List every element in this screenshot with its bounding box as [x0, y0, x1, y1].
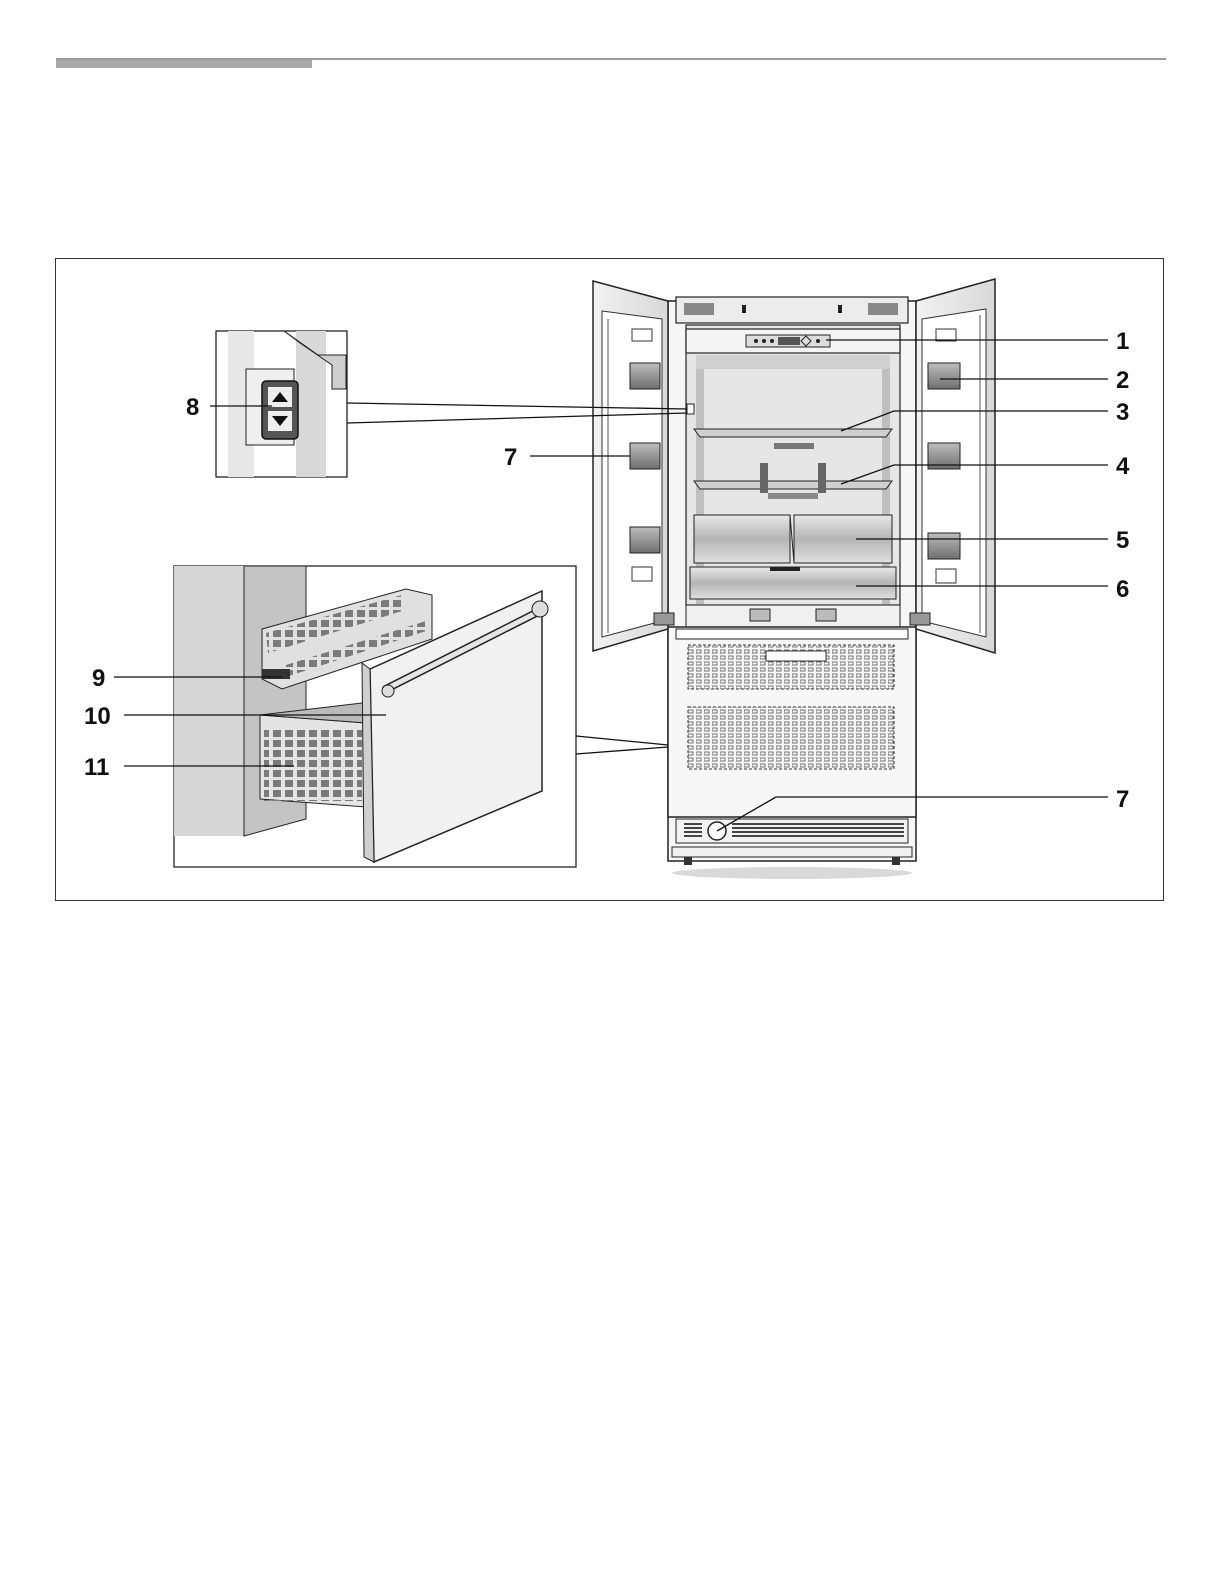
door-bin-left [630, 443, 660, 469]
callout-11: 11 [84, 754, 109, 781]
header-accent-bar [56, 60, 312, 68]
base-grille [672, 819, 912, 879]
callout-1: 1 [1116, 328, 1129, 355]
callout-9: 9 [92, 665, 105, 692]
callout-6: 6 [1116, 576, 1129, 603]
callout-2: 2 [1116, 367, 1129, 394]
door-bin [928, 363, 960, 389]
callout-4: 4 [1116, 453, 1130, 480]
callout-8: 8 [186, 394, 199, 421]
refrigerator-main [593, 279, 995, 879]
left-door [593, 281, 674, 651]
callout-7-base: 7 [1116, 786, 1129, 813]
callout-10: 10 [84, 703, 111, 730]
callout-3: 3 [1116, 399, 1129, 426]
freezer-drawer [668, 627, 916, 817]
door-bin-left-bottom [630, 527, 660, 553]
lower-freezer-basket [260, 703, 374, 807]
freezer-drawer-inset [174, 566, 576, 867]
door-switch [687, 404, 694, 414]
inset-connector-freezer-b [576, 747, 668, 754]
door-bin-left-top [630, 363, 660, 389]
right-door [910, 279, 995, 653]
callout-7-door-bin: 7 [504, 444, 517, 471]
bottom-drawer [690, 567, 896, 599]
door-bin-right-bottom [928, 533, 960, 559]
refrigerator-diagram: 1 2 3 4 5 6 7 7 8 9 10 11 [56, 259, 1165, 902]
inset-connector-freezer-a [576, 736, 668, 745]
control-panel [686, 329, 900, 353]
callout-5: 5 [1116, 527, 1129, 554]
appliance-figure: 1 2 3 4 5 6 7 7 8 9 10 11 [55, 258, 1164, 901]
door-switch-inset [216, 331, 347, 477]
